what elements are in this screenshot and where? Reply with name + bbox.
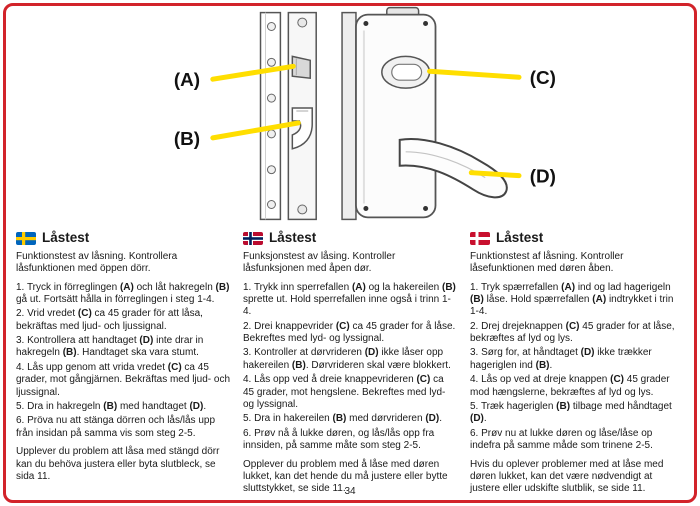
intro-text: Funksjonstest av låsing. Kontroller låsf… [243, 250, 396, 275]
column-header: Låstest [243, 230, 457, 247]
callout-line-a [210, 63, 296, 82]
screw-icon [363, 205, 369, 211]
escutcheon [355, 6, 508, 219]
footnote-text: Hvis du oplever problemer med at låse me… [470, 458, 664, 495]
screw-icon [423, 205, 429, 211]
step-text: 1. Trykk inn sperrefallen (A) og la hake… [243, 281, 456, 318]
step-text: 6. Pröva nu att stänga dörren och lås/lå… [16, 415, 216, 439]
sweden-flag-icon [16, 231, 36, 245]
manual-page: (A) (B) (C) (D) Låstest Funktionstest av… [3, 3, 697, 503]
column-title: Låstest [269, 230, 317, 245]
callout-line-d [468, 170, 522, 179]
step-text: 3. Sørg for, at håndtaget (D) ikke trækk… [470, 347, 652, 371]
lock-illustration: (A) (B) (C) (D) [6, 6, 694, 226]
callout-line-b [210, 120, 301, 141]
step-text: 2. Drej drejeknappen (C) 45 grader for a… [470, 320, 675, 345]
callout-label-c: (C) [530, 68, 556, 89]
intro-text: Funktionstest av låsning. Kontrollera lå… [16, 250, 178, 275]
step-text: 6. Prøv nå å lukke døren, og lås/lås opp… [243, 427, 435, 452]
faceplate [287, 11, 317, 221]
intro-text: Funktionstest af låsning. Kontroller lås… [470, 250, 624, 275]
step-text: 4. Lås upp genom att vrida vredet (C) ca… [16, 361, 231, 398]
door-edge-strip [259, 11, 282, 221]
step-text: 1. Tryck in förreglingen (A) och låt hak… [16, 281, 230, 305]
column-title: Låstest [496, 230, 544, 245]
instruction-columns: Låstest Funktionstest av låsning. Kontro… [6, 226, 694, 498]
instructions-norwegian: Låstest Funksjonstest av låsing. Kontrol… [243, 228, 457, 498]
step-text: 4. Lås op ved at dreje knappen (C) 45 gr… [470, 374, 670, 398]
lock-diagram: (A) (B) (C) (D) [174, 6, 556, 221]
instructions-swedish: Låstest Funktionstest av låsning. Kontro… [16, 228, 230, 498]
callout-line-c [427, 68, 522, 80]
step-text: 6. Prøv nu at lukke døren og låse/låse o… [470, 427, 653, 452]
denmark-flag-icon [470, 231, 490, 245]
step-text: 5. Træk hageriglen (B) tilbage med håndt… [470, 401, 672, 425]
step-text: 3. Kontrollera att handtaget (D) inte dr… [16, 335, 204, 359]
column-header: Låstest [470, 230, 684, 247]
callout-label-b: (B) [174, 129, 200, 150]
screw-icon [363, 21, 369, 27]
column-title: Låstest [42, 230, 90, 245]
footnote-text: Upplever du problem att låsa med stängd … [16, 446, 220, 482]
door-leaf-edge [341, 11, 357, 221]
step-text: 1. Tryk spærrefallen (A) ind og lad hage… [470, 281, 674, 318]
latch-bolt-a [291, 55, 311, 80]
norway-flag-icon [243, 231, 263, 245]
step-text: 4. Lås opp ved å dreie knappevrideren (C… [243, 374, 446, 411]
callout-label-a: (A) [174, 70, 200, 91]
step-text: 2. Drei knappevrider (C) ca 45 grader fo… [243, 320, 456, 345]
page-number: 34 [344, 486, 356, 497]
instructions-danish: Låstest Funktionstest af låsning. Kontro… [470, 228, 684, 498]
callout-label-d: (D) [530, 167, 556, 188]
step-text: 5. Dra in hakereilen (B) med dørvrideren… [243, 413, 442, 425]
thumbturn-knob-c [381, 55, 431, 89]
step-text: 5. Dra in hakregeln (B) med handtaget (D… [16, 401, 207, 413]
screw-icon [423, 21, 429, 27]
footnote-text: Opplever du problem med å låse med døren… [243, 458, 448, 495]
step-text: 2. Vrid vredet (C) ca 45 grader för att … [16, 308, 203, 332]
step-text: 3. Kontroller at dørvrideren (D) ikke lå… [243, 347, 451, 371]
column-header: Låstest [16, 230, 230, 247]
